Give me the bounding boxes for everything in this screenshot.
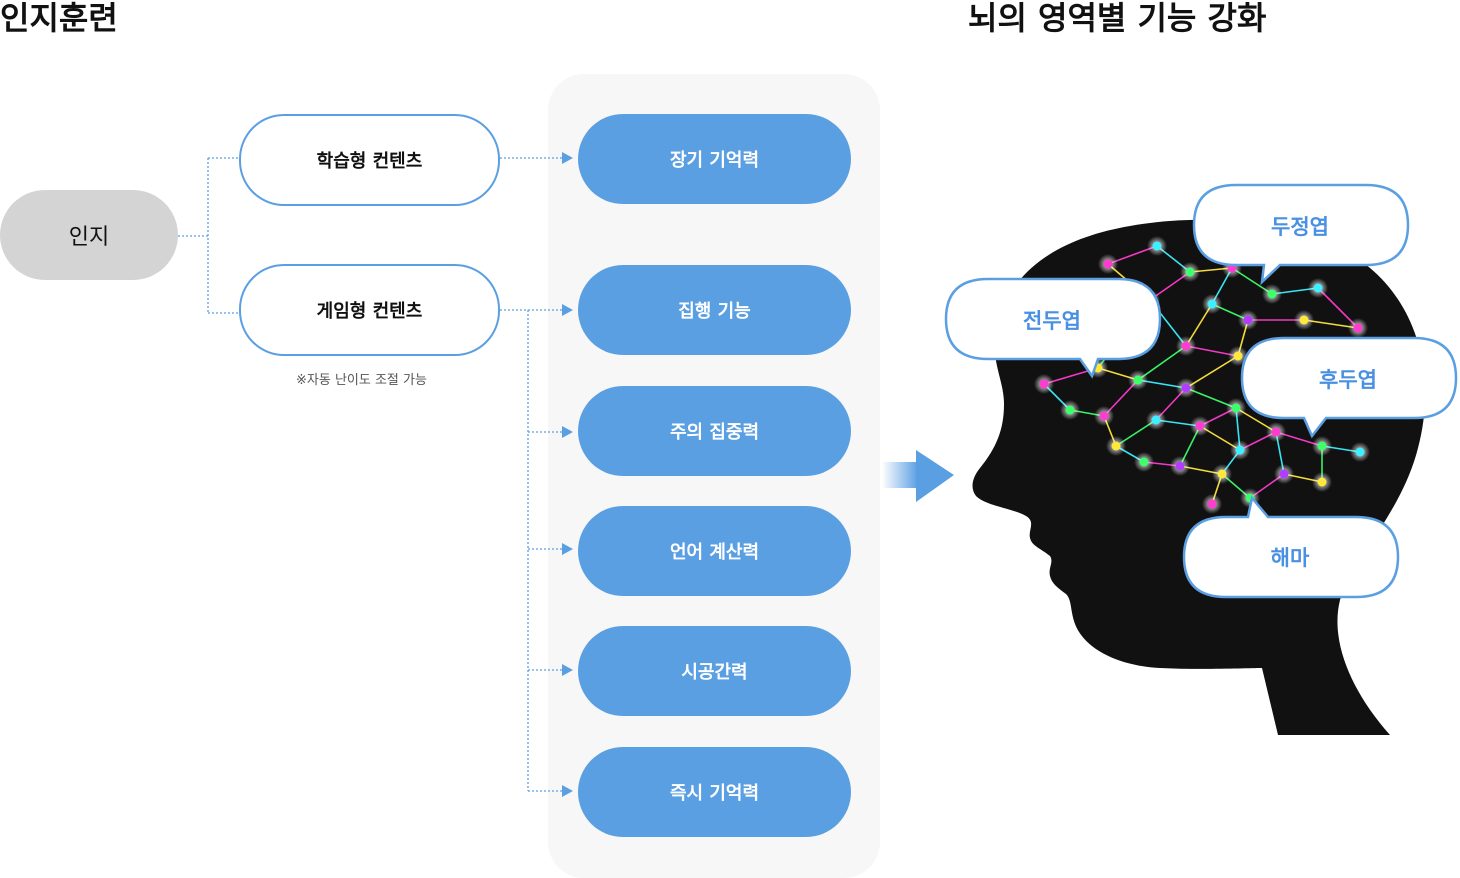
network-node xyxy=(1176,378,1196,398)
network-node xyxy=(1176,336,1196,356)
network-node xyxy=(1348,318,1368,338)
network-node xyxy=(1128,370,1148,390)
arrowhead-icon xyxy=(562,152,573,164)
network-node xyxy=(1180,262,1200,282)
network-node xyxy=(1094,406,1114,426)
network-node xyxy=(1202,294,1222,314)
bubble-parietal-lobe: 두정엽 xyxy=(1192,183,1410,286)
network-node xyxy=(1350,442,1370,462)
region-label-hippocampus: 해마 xyxy=(1271,546,1310,570)
network-node xyxy=(1170,456,1190,476)
network-node xyxy=(1312,436,1332,456)
content-type-learning: 학습형 컨텐츠 xyxy=(239,114,500,206)
ability-visuospatial: 시공간력 xyxy=(578,626,851,716)
region-label-occipital: 후두엽 xyxy=(1319,368,1377,392)
ability-immediate-memory: 즉시 기억력 xyxy=(578,747,851,837)
network-node xyxy=(1034,374,1054,394)
abilities-panel xyxy=(548,74,880,878)
region-label-parietal: 두정엽 xyxy=(1271,215,1329,239)
network-node xyxy=(1274,464,1294,484)
arrowhead-icon xyxy=(562,664,573,676)
bubble-frontal-lobe: 전두엽 xyxy=(944,277,1162,379)
network-node xyxy=(1202,494,1222,514)
network-node xyxy=(1308,278,1328,298)
network-node xyxy=(1134,452,1154,472)
ability-executive-function: 집행 기능 xyxy=(578,265,851,355)
network-node xyxy=(1060,400,1080,420)
ability-long-term-memory: 장기 기억력 xyxy=(578,114,851,204)
network-node xyxy=(1190,416,1210,436)
network-node xyxy=(1262,284,1282,304)
big-right-arrow-icon xyxy=(882,450,954,502)
root-node-cognition: 인지 xyxy=(0,190,178,280)
content-type-game: 게임형 컨텐츠 xyxy=(239,264,500,356)
difficulty-note: ※자동 난이도 조절 가능 xyxy=(296,373,427,388)
network-node xyxy=(1312,472,1332,492)
network-node xyxy=(1098,254,1118,274)
arrowhead-icon xyxy=(562,304,573,316)
network-node xyxy=(1228,346,1248,366)
network-node xyxy=(1294,310,1314,330)
network-node xyxy=(1146,410,1166,430)
network-node xyxy=(1106,436,1126,456)
network-node xyxy=(1266,422,1286,442)
region-label-frontal: 전두엽 xyxy=(1023,309,1081,333)
network-node xyxy=(1226,398,1246,418)
arrowhead-icon xyxy=(562,785,573,797)
network-node xyxy=(1147,236,1167,256)
arrowhead-icon xyxy=(562,543,573,555)
ability-attention: 주의 집중력 xyxy=(578,386,851,476)
ability-language-calculation: 언어 계산력 xyxy=(578,506,851,596)
network-node xyxy=(1230,440,1250,460)
network-node xyxy=(1238,310,1258,330)
arrowhead-icon xyxy=(562,426,573,438)
bubble-hippocampus: 해마 xyxy=(1182,495,1400,599)
section-title-cognitive-training: 인지훈련 xyxy=(0,0,118,37)
network-node xyxy=(1212,464,1232,484)
section-title-brain-enhancement: 뇌의 영역별 기능 강화 xyxy=(968,0,1267,37)
bubble-occipital-lobe: 후두엽 xyxy=(1240,336,1458,439)
